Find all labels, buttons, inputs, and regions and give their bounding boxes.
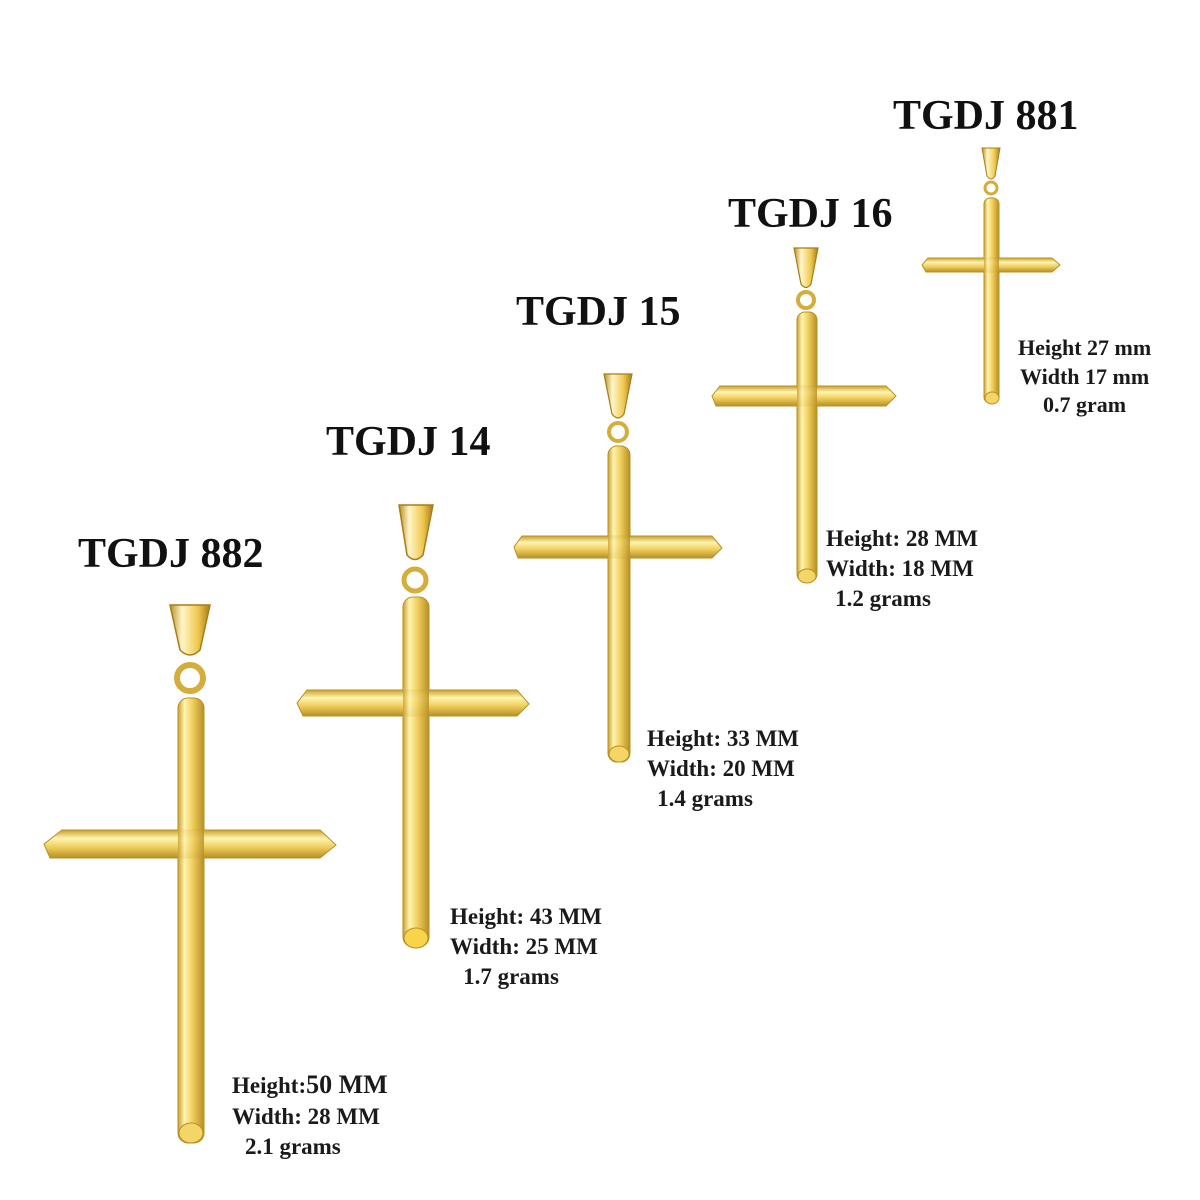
spec-height: Height: 28 MM <box>826 526 979 551</box>
spec-width: Width: 28 MM <box>232 1103 380 1129</box>
product-title: TGDJ 882 <box>78 531 264 577</box>
product-specs: Height: 43 MM Width: 25 MM 1.7 grams <box>450 902 602 992</box>
spec-weight: 0.7 gram <box>1043 392 1127 418</box>
product-specs: Height 27 mm Width 17 mm 0.7 gram <box>1018 334 1151 420</box>
product-specs: Height:50 MM Width: 28 MM 2.1 grams <box>232 1068 388 1162</box>
spec-height: Height:50 MM <box>232 1070 388 1099</box>
product-title: TGDJ 15 <box>516 289 681 335</box>
spec-height: Height: 43 MM <box>450 904 603 929</box>
product-title: TGDJ 881 <box>893 93 1079 139</box>
cross-pendant-image <box>296 504 530 949</box>
spec-width: Width: 18 MM <box>826 555 974 581</box>
spec-weight: 1.2 grams <box>835 585 931 611</box>
spec-width: Width: 25 MM <box>450 933 598 959</box>
spec-width: Width 17 mm <box>1020 363 1150 389</box>
product-specs: Height: 28 MM Width: 18 MM 1.2 grams <box>826 524 978 614</box>
spec-weight: 2.1 grams <box>244 1133 341 1159</box>
product-title: TGDJ 16 <box>728 191 893 237</box>
cross-pendant-image <box>711 247 897 584</box>
spec-weight: 1.4 grams <box>657 785 753 811</box>
product-title: TGDJ 14 <box>326 419 491 465</box>
spec-height: Height: 33 MM <box>647 726 800 751</box>
cross-pendant-image <box>513 373 723 763</box>
cross-pendant-image <box>921 147 1061 405</box>
spec-weight: 1.7 grams <box>463 963 559 989</box>
cross-pendant-image <box>43 604 337 1144</box>
product-specs: Height: 33 MM Width: 20 MM 1.4 grams <box>647 724 799 814</box>
spec-height: Height 27 mm <box>1018 335 1152 360</box>
spec-width: Width: 20 MM <box>647 755 795 781</box>
